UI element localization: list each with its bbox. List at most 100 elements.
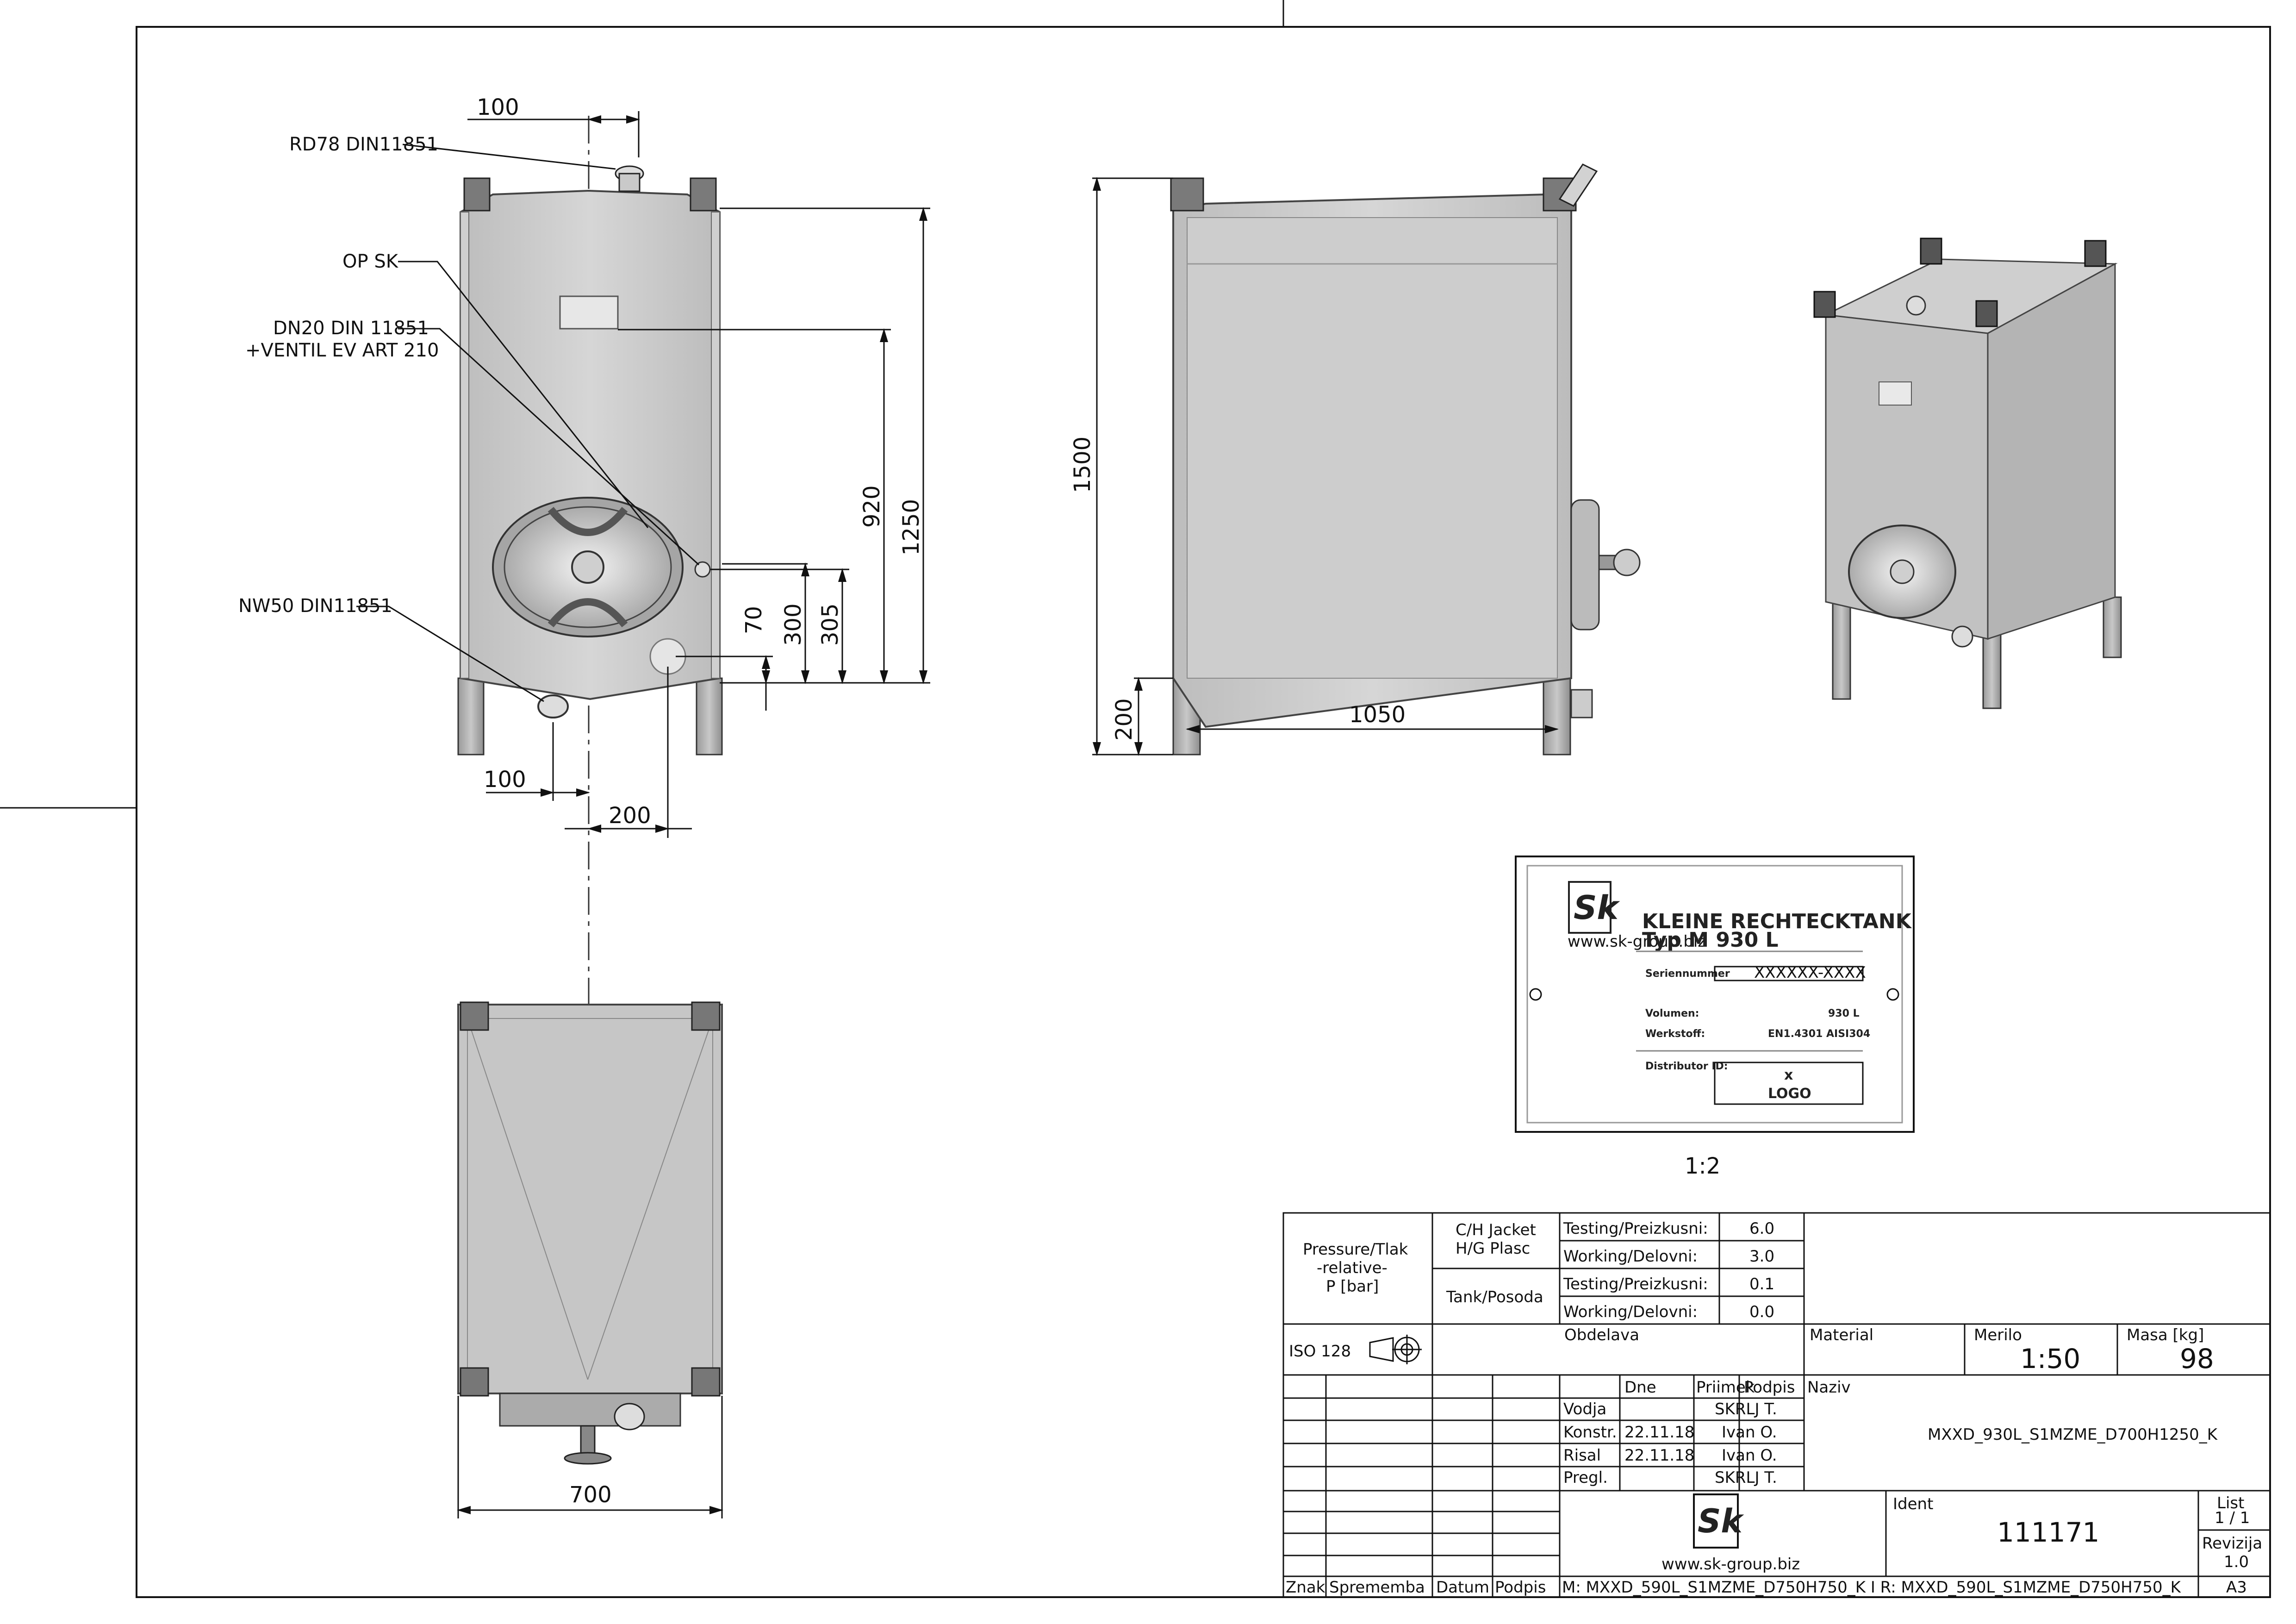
tb-testing-2: Testing/Preizkusni: [1563,1275,1708,1293]
iso-top-fitting [1906,295,1926,316]
side-inner-panel [1187,217,1558,679]
dim-200: 200 [1111,698,1137,741]
tb-masa: Masa [kg] [2127,1326,2204,1344]
sk-logo [1568,881,1612,934]
tb-naziv-val: MXXD_930L_S1MZME_D700H1250_K [1928,1425,2218,1444]
tb-material: Material [1810,1326,1873,1344]
tb-podpis-bottom: Podpis [1495,1578,1546,1597]
leader-opsk [398,261,649,528]
dim-1250: 1250 [898,499,924,556]
title-block: Sk Pressure/Tlak -relative- P [bar] C/H … [1282,1212,2271,1598]
callout-nw50: NW50 DIN11851 [238,595,392,617]
iso-leg-1 [1832,601,1851,700]
sheet-frame [0,0,2271,1598]
lug-right [690,177,717,212]
tb-revizija-val: 1.0 [2224,1553,2249,1571]
side-outlet [1570,689,1593,718]
tb-konstr-name: Ivan O. [1722,1423,1777,1442]
tb-datum: Datum [1436,1578,1489,1597]
leader-rd78 [402,144,616,170]
dim-700: 700 [569,1482,612,1508]
bottom-view: 700 [457,1001,723,1518]
bottom-stand [580,1425,596,1455]
top-fitting-neck [618,173,641,192]
dim-920: 920 [859,485,885,528]
callout-dn20-2: +VENTIL EV ART 210 [245,340,439,361]
tb-pregl: Pregl. [1563,1468,1608,1487]
tb-list-val: 1 / 1 [2215,1509,2250,1527]
side-leg-right [1543,677,1571,756]
dim-front-bottom: 100 [484,767,526,793]
tb-znak: Znak [1286,1578,1325,1597]
plate-logo-box [1714,1062,1864,1105]
plate-material-label: Werkstoff: [1645,1028,1705,1040]
iso-manhole-hub [1890,559,1915,584]
tb-merilo: Merilo [1974,1326,2022,1344]
iso-nameplate [1879,381,1912,406]
bottom-tank-body [457,1004,723,1394]
tb-konstr-date: 22.11.18 [1624,1423,1694,1442]
tb-sk-logo [1693,1493,1739,1549]
front-nameplate [559,295,619,330]
plate-scale: 1:2 [1685,1153,1720,1179]
tb-risal-date: 22.11.18 [1624,1446,1694,1465]
plate-title-2: Typ M 930 L [1642,928,1779,952]
tb-list: List [2217,1494,2244,1512]
tb-obdelava: Obdelava [1564,1326,1639,1344]
plate-title-1: KLEINE RECHTECKTANK [1642,910,1912,933]
tb-sk-logo-glyph: Sk [1698,1502,1744,1540]
side-lug-left [1170,177,1204,212]
corner-right [711,212,720,679]
front-view: RD78 DIN11851 OP SK DN20 DIN 11851 +VENT… [238,94,930,1398]
tb-pressure-2: -relative- [1317,1259,1388,1277]
tb-konstr: Konstr. [1563,1423,1617,1442]
tb-tank: Tank/Posoda [1446,1288,1543,1306]
plate-inner [1526,865,1903,1124]
tb-pregl-name: SKRLJ T. [1715,1468,1777,1487]
iso-leg-2 [1982,629,2002,709]
lug-left [463,177,491,212]
dim-305: 305 [817,603,843,646]
name-plate: Sk www.sk-group.biz KLEINE RECHTECKTANK … [1515,856,1915,1179]
projection-symbol [1369,1335,1422,1364]
leg-left [457,677,485,756]
tb-testing-1-val: 6.0 [1749,1219,1774,1238]
iso-lug-2 [1920,237,1942,265]
bottom-foot [564,1452,612,1465]
corner-left [460,212,469,679]
plate-hole-left [1529,988,1542,1001]
plate-hole-right [1886,988,1899,1001]
tb-working-1-val: 3.0 [1749,1247,1774,1266]
side-top-fitting [1558,163,1598,207]
iso-lug-1 [1813,291,1836,318]
tb-revizija: Revizija [2202,1534,2262,1553]
side-manhole-knob [1613,549,1641,576]
iso-leg-3 [2103,596,2122,658]
tb-podpis: Podpis [1744,1378,1795,1397]
tb-testing-1: Testing/Preizkusni: [1563,1219,1708,1238]
tb-working-2-val: 0.0 [1749,1303,1774,1321]
plate-logo-x: x [1784,1067,1793,1083]
bottom-flange [499,1393,681,1427]
plate-volume-label: Volumen: [1645,1008,1699,1019]
tb-masa-val: 98 [2180,1343,2214,1374]
leader-nw50 [356,606,544,702]
tb-web: www.sk-group.biz [1661,1555,1800,1574]
side-view: 1500 200 1050 [1070,163,1641,756]
tb-working-1: Working/Delovni: [1563,1247,1698,1266]
iso-lug-3 [2084,240,2107,267]
bottom-outlet [537,694,569,718]
tb-ident-val: 111171 [1997,1517,2099,1548]
tb-format: A3 [2226,1578,2247,1597]
leader-dn20 [398,328,700,566]
plate-material-value: EN1.4301 AISI304 [1768,1028,1870,1040]
isometric-view [1813,237,2122,709]
dim-1500: 1500 [1070,437,1095,493]
bottom-lug-br [691,1367,721,1397]
callout-opsk: OP SK [342,251,399,272]
tb-merilo-val: 1:50 [2020,1343,2080,1374]
tb-ident: Ident [1893,1495,1933,1513]
tb-vodja-name: SKRLJ T. [1715,1400,1777,1418]
plate-serial-label: Seriennummer [1645,968,1730,980]
bottom-lug-bl [460,1367,489,1397]
